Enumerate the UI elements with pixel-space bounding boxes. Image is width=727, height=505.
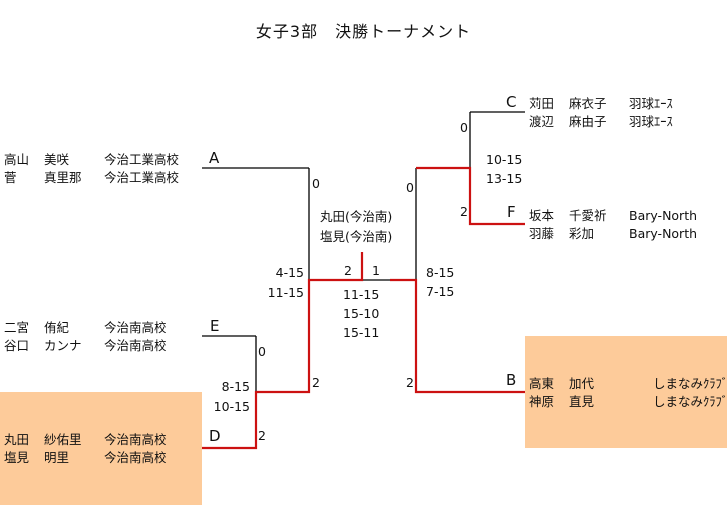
player-surname: 神原 (529, 394, 555, 409)
player-given: 真里那 (44, 170, 82, 185)
team-c-entry: 苅田麻衣子羽球ｴｰｽ 渡辺麻由子羽球ｴｰｽ (529, 95, 673, 131)
team-e-entry: 二宮侑紀今治南高校 谷口カンナ今治南高校 (4, 319, 167, 355)
player-surname: 菅 (4, 170, 17, 185)
finalist-box-left (0, 392, 202, 505)
player-given: 紗佑里 (44, 432, 82, 447)
champion-name-2: 塩見(今治南) (320, 229, 393, 244)
match-cf-score-1: 10-15 (486, 152, 523, 167)
player-club: 羽球ｴｰｽ (629, 96, 673, 111)
match-cf-points-top: 0 (460, 120, 468, 135)
player-given: 直見 (569, 394, 595, 409)
page-title: 女子3部 決勝トーナメント (255, 22, 472, 41)
winner-path-b (390, 278, 525, 394)
finalist-box-right (525, 336, 727, 448)
player-club: Bary-North (629, 226, 698, 241)
player-club: 今治南高校 (104, 338, 167, 353)
player-given: 侑紀 (44, 320, 70, 335)
match-a-points-bottom: 2 (312, 375, 320, 390)
player-surname: 羽藤 (529, 226, 555, 241)
team-a-entry: 高山美咲今治工業高校 菅真里那今治工業高校 (4, 151, 179, 187)
player-club: 今治工業高校 (104, 170, 180, 185)
player-surname: 丸田 (4, 432, 30, 447)
champion-name-1: 丸田(今治南) (320, 209, 393, 224)
match-a-score-1: 4-15 (275, 265, 304, 280)
player-surname: 高東 (529, 376, 555, 391)
team-f-entry: 坂本千愛祈 Bary-North 羽藤彩加 Bary-North (529, 207, 697, 243)
match-ed-points-bottom: 2 (258, 428, 266, 443)
final-score-2: 15-10 (343, 306, 380, 321)
player-given: カンナ (44, 338, 82, 353)
final-score-3: 15-11 (343, 325, 380, 340)
winner-path-f (416, 166, 525, 226)
final-points-left: 2 (344, 263, 352, 278)
player-surname: 坂本 (529, 208, 555, 223)
player-surname: 高山 (4, 152, 30, 167)
player-club: しまなみｸﾗﾌﾞ (653, 394, 727, 409)
match-ed-points-top: 0 (258, 344, 266, 359)
final-points-right: 1 (372, 263, 380, 278)
match-ed-score-2: 10-15 (213, 399, 250, 414)
match-b-points-bottom: 2 (406, 375, 414, 390)
player-club: 今治南高校 (104, 320, 167, 335)
player-given: 美咲 (44, 152, 70, 167)
player-surname: 谷口 (4, 338, 30, 353)
player-surname: 塩見 (4, 450, 30, 465)
winner-path-d (202, 252, 364, 450)
team-d-letter: D (209, 427, 221, 445)
final-score-1: 11-15 (343, 287, 380, 302)
player-club: しまなみｸﾗﾌﾞ (653, 376, 727, 391)
match-cf-score-2: 13-15 (486, 171, 523, 186)
match-cf-points-bottom: 2 (460, 204, 468, 219)
match-b-score-1: 8-15 (426, 265, 455, 280)
player-club: 羽球ｴｰｽ (629, 114, 673, 129)
player-club: 今治南高校 (104, 432, 167, 447)
match-b-score-2: 7-15 (426, 284, 455, 299)
team-e-letter: E (210, 317, 220, 335)
player-given: 加代 (569, 376, 595, 391)
team-d-entry: 丸田紗佑里今治南高校 塩見明里今治南高校 (4, 431, 167, 467)
match-a-points-top: 0 (312, 176, 320, 191)
team-b-letter: B (506, 371, 517, 389)
match-b-points-top: 0 (406, 180, 414, 195)
team-f-letter: F (507, 203, 516, 221)
player-club: Bary-North (629, 208, 698, 223)
team-b-entry: 高東加代しまなみｸﾗﾌﾞ 神原直見しまなみｸﾗﾌﾞ (529, 375, 727, 411)
player-surname: 苅田 (529, 96, 555, 111)
player-given: 麻衣子 (569, 96, 607, 111)
player-given: 千愛祈 (569, 208, 607, 223)
match-a-score-2: 11-15 (267, 285, 304, 300)
team-a-letter: A (209, 149, 220, 167)
match-ed-score-1: 8-15 (221, 379, 250, 394)
player-club: 今治工業高校 (104, 152, 180, 167)
player-given: 彩加 (569, 226, 595, 241)
player-surname: 渡辺 (529, 114, 555, 129)
team-c-letter: C (506, 93, 517, 111)
player-given: 麻由子 (569, 114, 607, 129)
player-given: 明里 (44, 450, 70, 465)
player-surname: 二宮 (4, 320, 30, 335)
player-club: 今治南高校 (104, 450, 167, 465)
